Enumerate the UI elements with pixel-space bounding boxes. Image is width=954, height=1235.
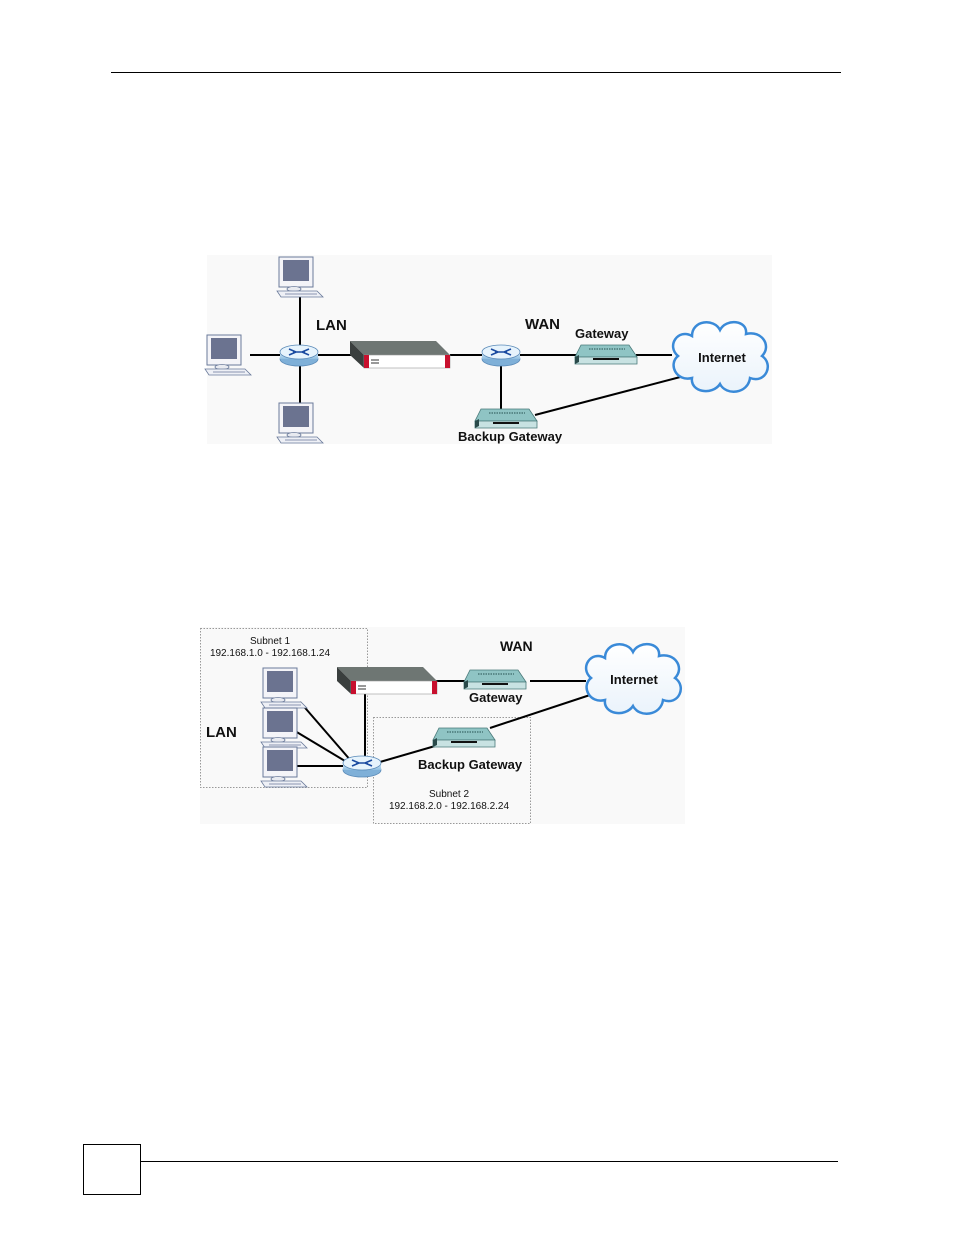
wan-label: WAN xyxy=(500,638,533,654)
header-rule xyxy=(111,72,841,73)
subnet-1-name: Subnet 1 xyxy=(250,636,290,647)
backup-link xyxy=(379,743,443,763)
backup-gateway-label: Backup Gateway xyxy=(458,429,563,444)
subnet-2-name: Subnet 2 xyxy=(429,789,469,800)
backup-internet-link xyxy=(534,374,689,416)
internet-label: Internet xyxy=(610,672,658,687)
figure-1-diagram: LAN WAN Gateway Internet Backup Gateway xyxy=(204,255,772,444)
figure-2-diagram: Subnet 1 192.168.1.0 - 192.168.1.24 Subn… xyxy=(200,627,685,824)
lan-link xyxy=(294,730,351,765)
subnet-2-box xyxy=(373,717,531,824)
backup-gateway-icon xyxy=(432,727,496,748)
lan-label: LAN xyxy=(206,724,237,741)
gateway-icon xyxy=(463,669,527,690)
footer-rule xyxy=(140,1161,838,1162)
firewall-device-icon xyxy=(336,666,438,695)
subnet-2-range: 192.168.2.0 - 192.168.2.24 xyxy=(389,801,510,812)
wan-label: WAN xyxy=(525,316,560,333)
subnet-1-box xyxy=(200,628,368,788)
backup-internet-link xyxy=(489,693,594,729)
internet-label: Internet xyxy=(698,350,746,365)
gateway-label: Gateway xyxy=(575,326,629,341)
gateway-label: Gateway xyxy=(469,690,523,705)
page-number-box xyxy=(83,1144,141,1195)
gateway-icon xyxy=(574,344,638,365)
lan-switch-icon xyxy=(342,755,382,778)
backup-gateway-icon xyxy=(474,408,538,429)
lan-link xyxy=(299,701,353,763)
lan-label: LAN xyxy=(316,317,347,334)
lan-switch-icon xyxy=(279,344,319,367)
backup-gateway-label: Backup Gateway xyxy=(418,757,523,772)
wan-switch-icon xyxy=(481,344,521,367)
subnet-1-range: 192.168.1.0 - 192.168.1.24 xyxy=(210,648,331,659)
firewall-device-icon xyxy=(349,340,451,369)
